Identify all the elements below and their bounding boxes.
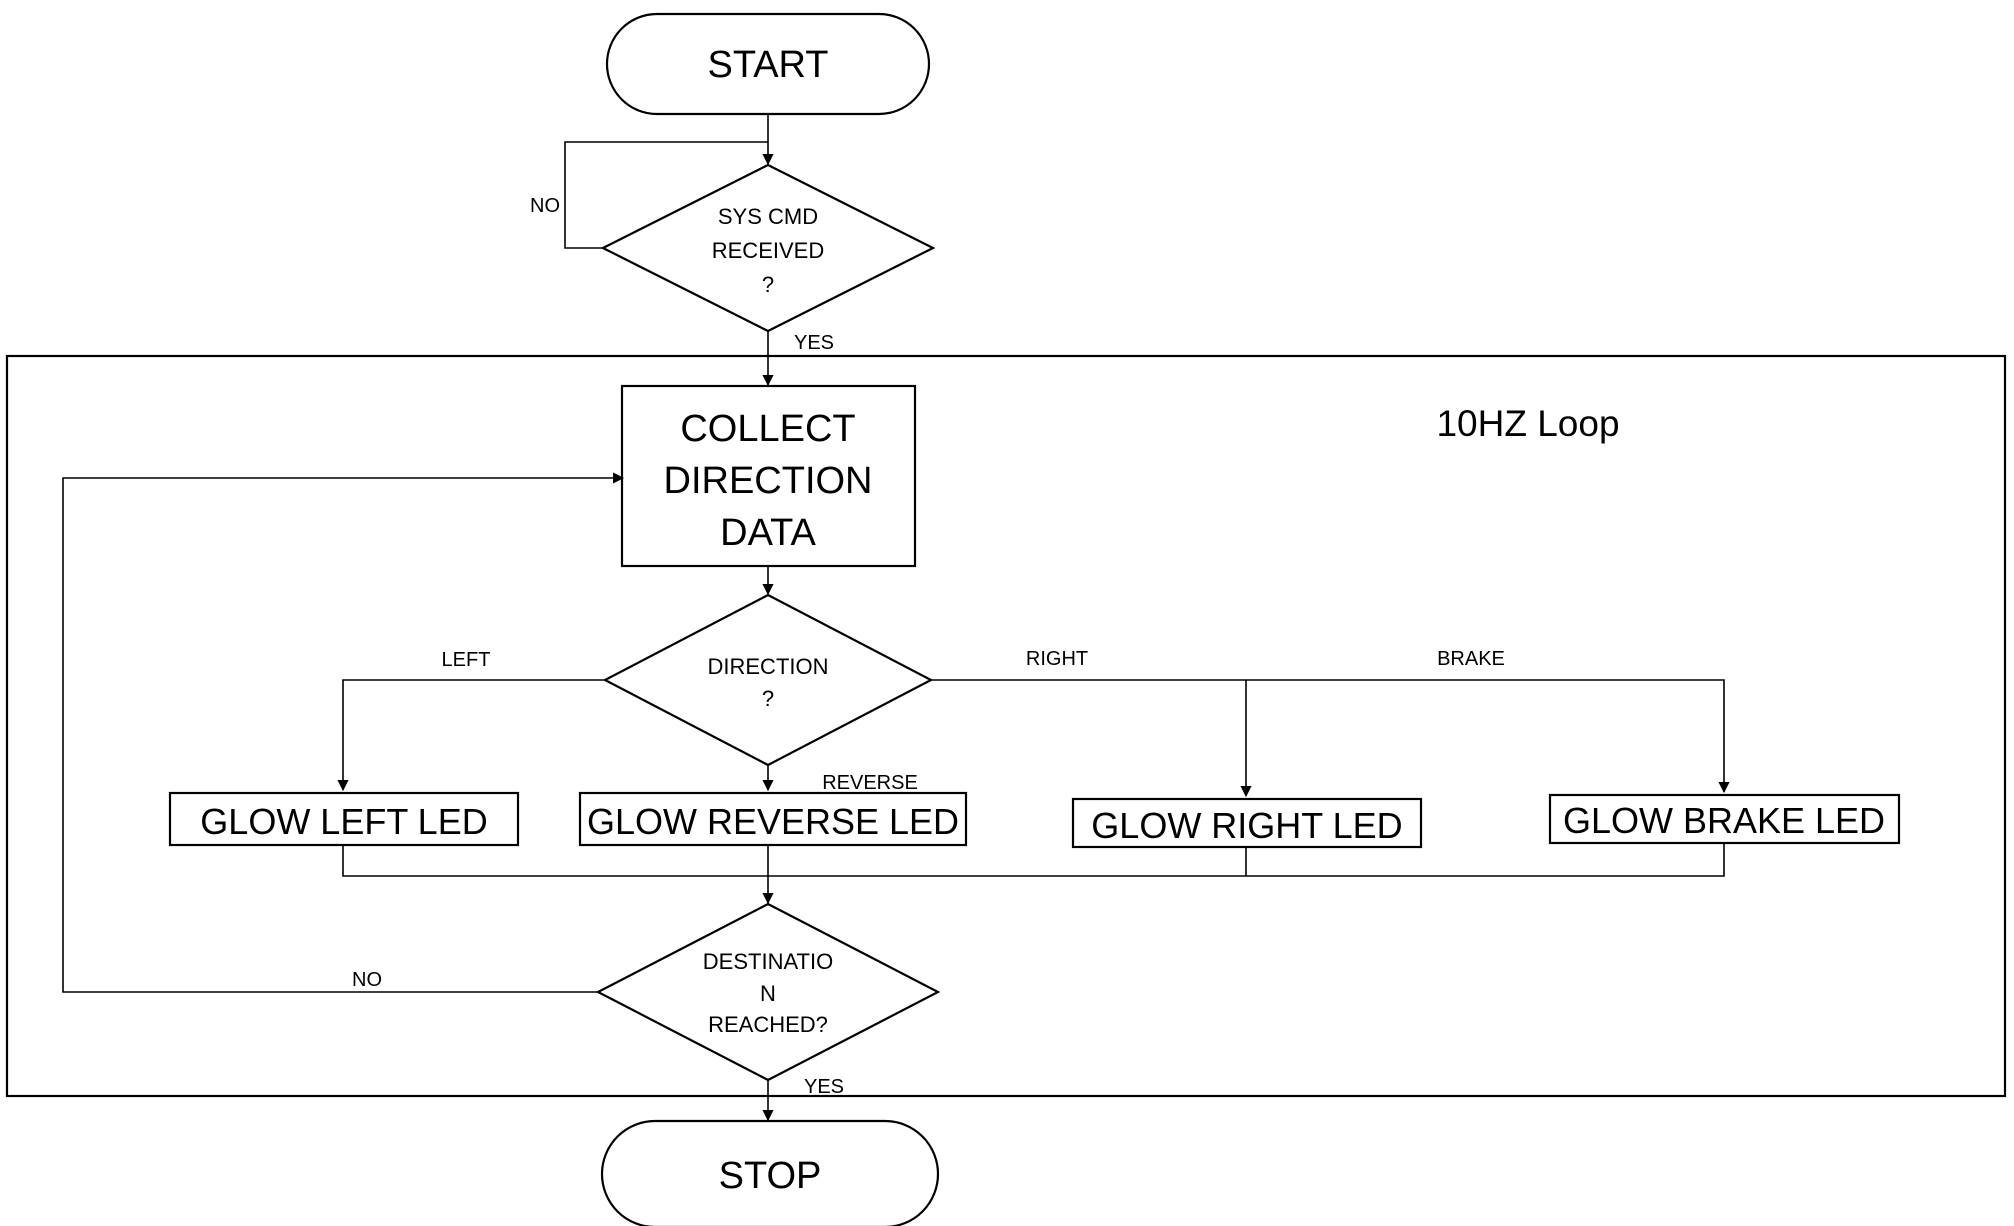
collect-line-2: DIRECTION	[664, 460, 873, 502]
sys-cmd-line-2: RECEIVED	[712, 238, 824, 263]
direction-line-1: DIRECTION	[708, 654, 829, 679]
edge-direction-left	[337, 679, 605, 792]
destination-line-2: N	[760, 981, 776, 1006]
direction-decision	[602, 593, 934, 767]
start-label: START	[707, 44, 828, 86]
glow-right-process	[1071, 797, 1423, 849]
brake-label: BRAKE	[1437, 648, 1505, 670]
sys-yes-label: YES	[794, 332, 834, 354]
collect-direction-process	[620, 384, 917, 568]
edge-direction-right-brake	[931, 679, 1730, 794]
left-label: LEFT	[442, 649, 491, 671]
sys-cmd-line-1: SYS CMD	[718, 204, 818, 229]
merge-brake	[768, 843, 1725, 877]
sys-cmd-line-3: ?	[762, 272, 774, 297]
merge-left	[342, 845, 768, 877]
stop-terminal	[600, 1119, 940, 1226]
stop-label: STOP	[719, 1155, 822, 1197]
destination-line-3: REACHED?	[708, 1012, 828, 1037]
destination-line-1: DESTINATIO	[703, 949, 833, 974]
glow-brake-label: GLOW BRAKE LED	[1563, 800, 1885, 841]
edge-destination-no	[62, 472, 625, 993]
glow-reverse-label: GLOW REVERSE LED	[587, 801, 959, 842]
glow-right-label: GLOW RIGHT LED	[1091, 805, 1402, 846]
reverse-label: REVERSE	[822, 772, 918, 794]
loop-label: 10HZ Loop	[1436, 403, 1619, 444]
dest-no-label: NO	[352, 969, 382, 991]
glow-left-process	[168, 791, 520, 847]
loop-frame	[5, 354, 2007, 1098]
right-label: RIGHT	[1026, 648, 1088, 670]
glow-left-label: GLOW LEFT LED	[200, 801, 487, 842]
collect-line-1: COLLECT	[680, 408, 855, 450]
glow-reverse-process	[578, 791, 968, 847]
edge-syscmd-no	[564, 141, 768, 249]
sys-no-label: NO	[530, 195, 560, 217]
dest-yes-label: YES	[804, 1076, 844, 1098]
collect-line-3: DATA	[720, 512, 816, 554]
glow-brake-process	[1548, 793, 1901, 845]
direction-line-2: ?	[762, 686, 774, 711]
